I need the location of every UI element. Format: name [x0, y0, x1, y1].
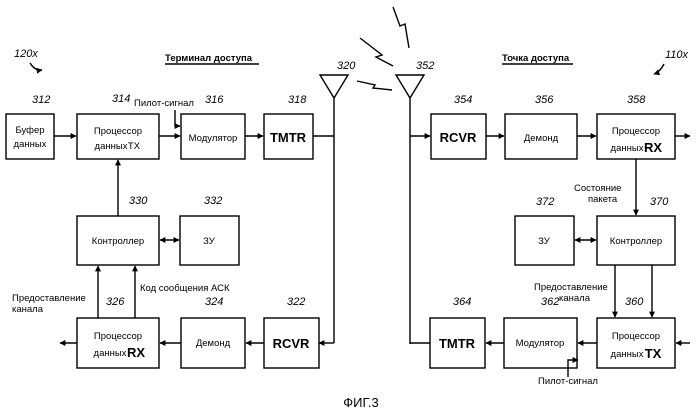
terminal-memory-label: ЗУ — [203, 236, 216, 247]
ap-tx-data-processor-block — [597, 318, 675, 368]
terminal-antenna-icon — [320, 75, 348, 343]
access-point-header: Точка доступа — [502, 53, 570, 64]
channel-grant-label-1: Предоставление — [12, 293, 86, 304]
ap-modulator-label: Модулятор — [516, 338, 565, 349]
figure-caption: ФИГ.3 — [343, 395, 379, 410]
terminal-ref-arrow — [30, 63, 42, 70]
ap-tx-suffix: TX — [645, 346, 662, 361]
data-buffer-label-1: Буфер — [15, 125, 44, 136]
ap-tmtr-label: TMTR — [439, 336, 476, 351]
ref-354: 354 — [454, 94, 472, 106]
ap-rcvr-label: RCVR — [440, 130, 477, 145]
pilot-signal-bottom-label: Пилот-сигнал — [538, 376, 598, 387]
ap-tx-processor-label-1: Процессор — [612, 331, 660, 342]
ap-rx-processor-label-2: данных — [611, 143, 644, 154]
packet-state-label-2: пакета — [588, 194, 618, 205]
ref-320: 320 — [337, 60, 356, 72]
terminal-ref-label: 120x — [14, 48, 38, 60]
terminal-rx-processor-label-2: данных — [94, 348, 127, 359]
ap-controller-label: Контроллер — [610, 236, 662, 247]
ref-316: 316 — [205, 94, 224, 106]
ap-rx-suffix: RX — [644, 140, 662, 155]
pilot-signal-top-label: Пилот-сигнал — [134, 98, 194, 109]
terminal-tx-processor-label-2: данных — [95, 141, 128, 152]
access-point-antenna-icon — [396, 75, 424, 344]
ref-364: 364 — [453, 296, 471, 308]
ref-356: 356 — [535, 94, 554, 106]
terminal-rx-data-processor-block — [77, 318, 159, 368]
terminal-tmtr-label: TMTR — [270, 130, 307, 145]
ap-memory-label: ЗУ — [538, 236, 551, 247]
ack-code-label: Код сообщения АСК — [140, 283, 230, 294]
terminal-demod-label: Демонд — [196, 338, 231, 349]
access-point-ref-arrow — [654, 64, 664, 74]
terminal-modulator-label: Модулятор — [189, 133, 238, 144]
terminal-tx-processor-label-1: Процессор — [94, 126, 142, 137]
ref-324: 324 — [205, 296, 223, 308]
ref-362: 362 — [541, 296, 559, 308]
ref-372: 372 — [536, 196, 554, 208]
ref-318: 318 — [288, 94, 307, 106]
terminal-rx-suffix: RX — [127, 345, 145, 360]
ref-352: 352 — [416, 60, 434, 72]
ref-358: 358 — [627, 94, 646, 106]
ref-314: 314 — [112, 93, 130, 105]
ref-370: 370 — [650, 196, 669, 208]
ref-360: 360 — [625, 296, 644, 308]
ap-channel-grant-label-2: канала — [559, 293, 591, 304]
data-buffer-block — [6, 114, 54, 159]
ref-332: 332 — [204, 195, 222, 207]
ref-330: 330 — [129, 195, 148, 207]
terminal-controller-label: Контроллер — [92, 236, 144, 247]
data-buffer-label-2: данных — [14, 139, 47, 150]
ref-322: 322 — [287, 296, 305, 308]
pilot-top-arrow — [175, 110, 180, 126]
access-point-ref-label: 110x — [665, 49, 689, 61]
ap-rx-processor-label-1: Процессор — [612, 126, 660, 137]
terminal-header: Терминал доступа — [165, 53, 253, 64]
terminal-tx-suffix: TX — [128, 141, 141, 152]
ap-demod-label: Демонд — [524, 133, 559, 144]
terminal-rcvr-label: RCVR — [273, 336, 310, 351]
ref-312: 312 — [32, 94, 50, 106]
ref-326: 326 — [106, 296, 125, 308]
channel-grant-label-2: канала — [12, 304, 44, 315]
ap-channel-grant-label-1: Предоставление — [534, 282, 608, 293]
ap-tx-processor-label-2: данных — [611, 349, 644, 360]
terminal-rx-processor-label-1: Процессор — [94, 331, 142, 342]
packet-state-label-1: Состояние — [574, 183, 621, 194]
